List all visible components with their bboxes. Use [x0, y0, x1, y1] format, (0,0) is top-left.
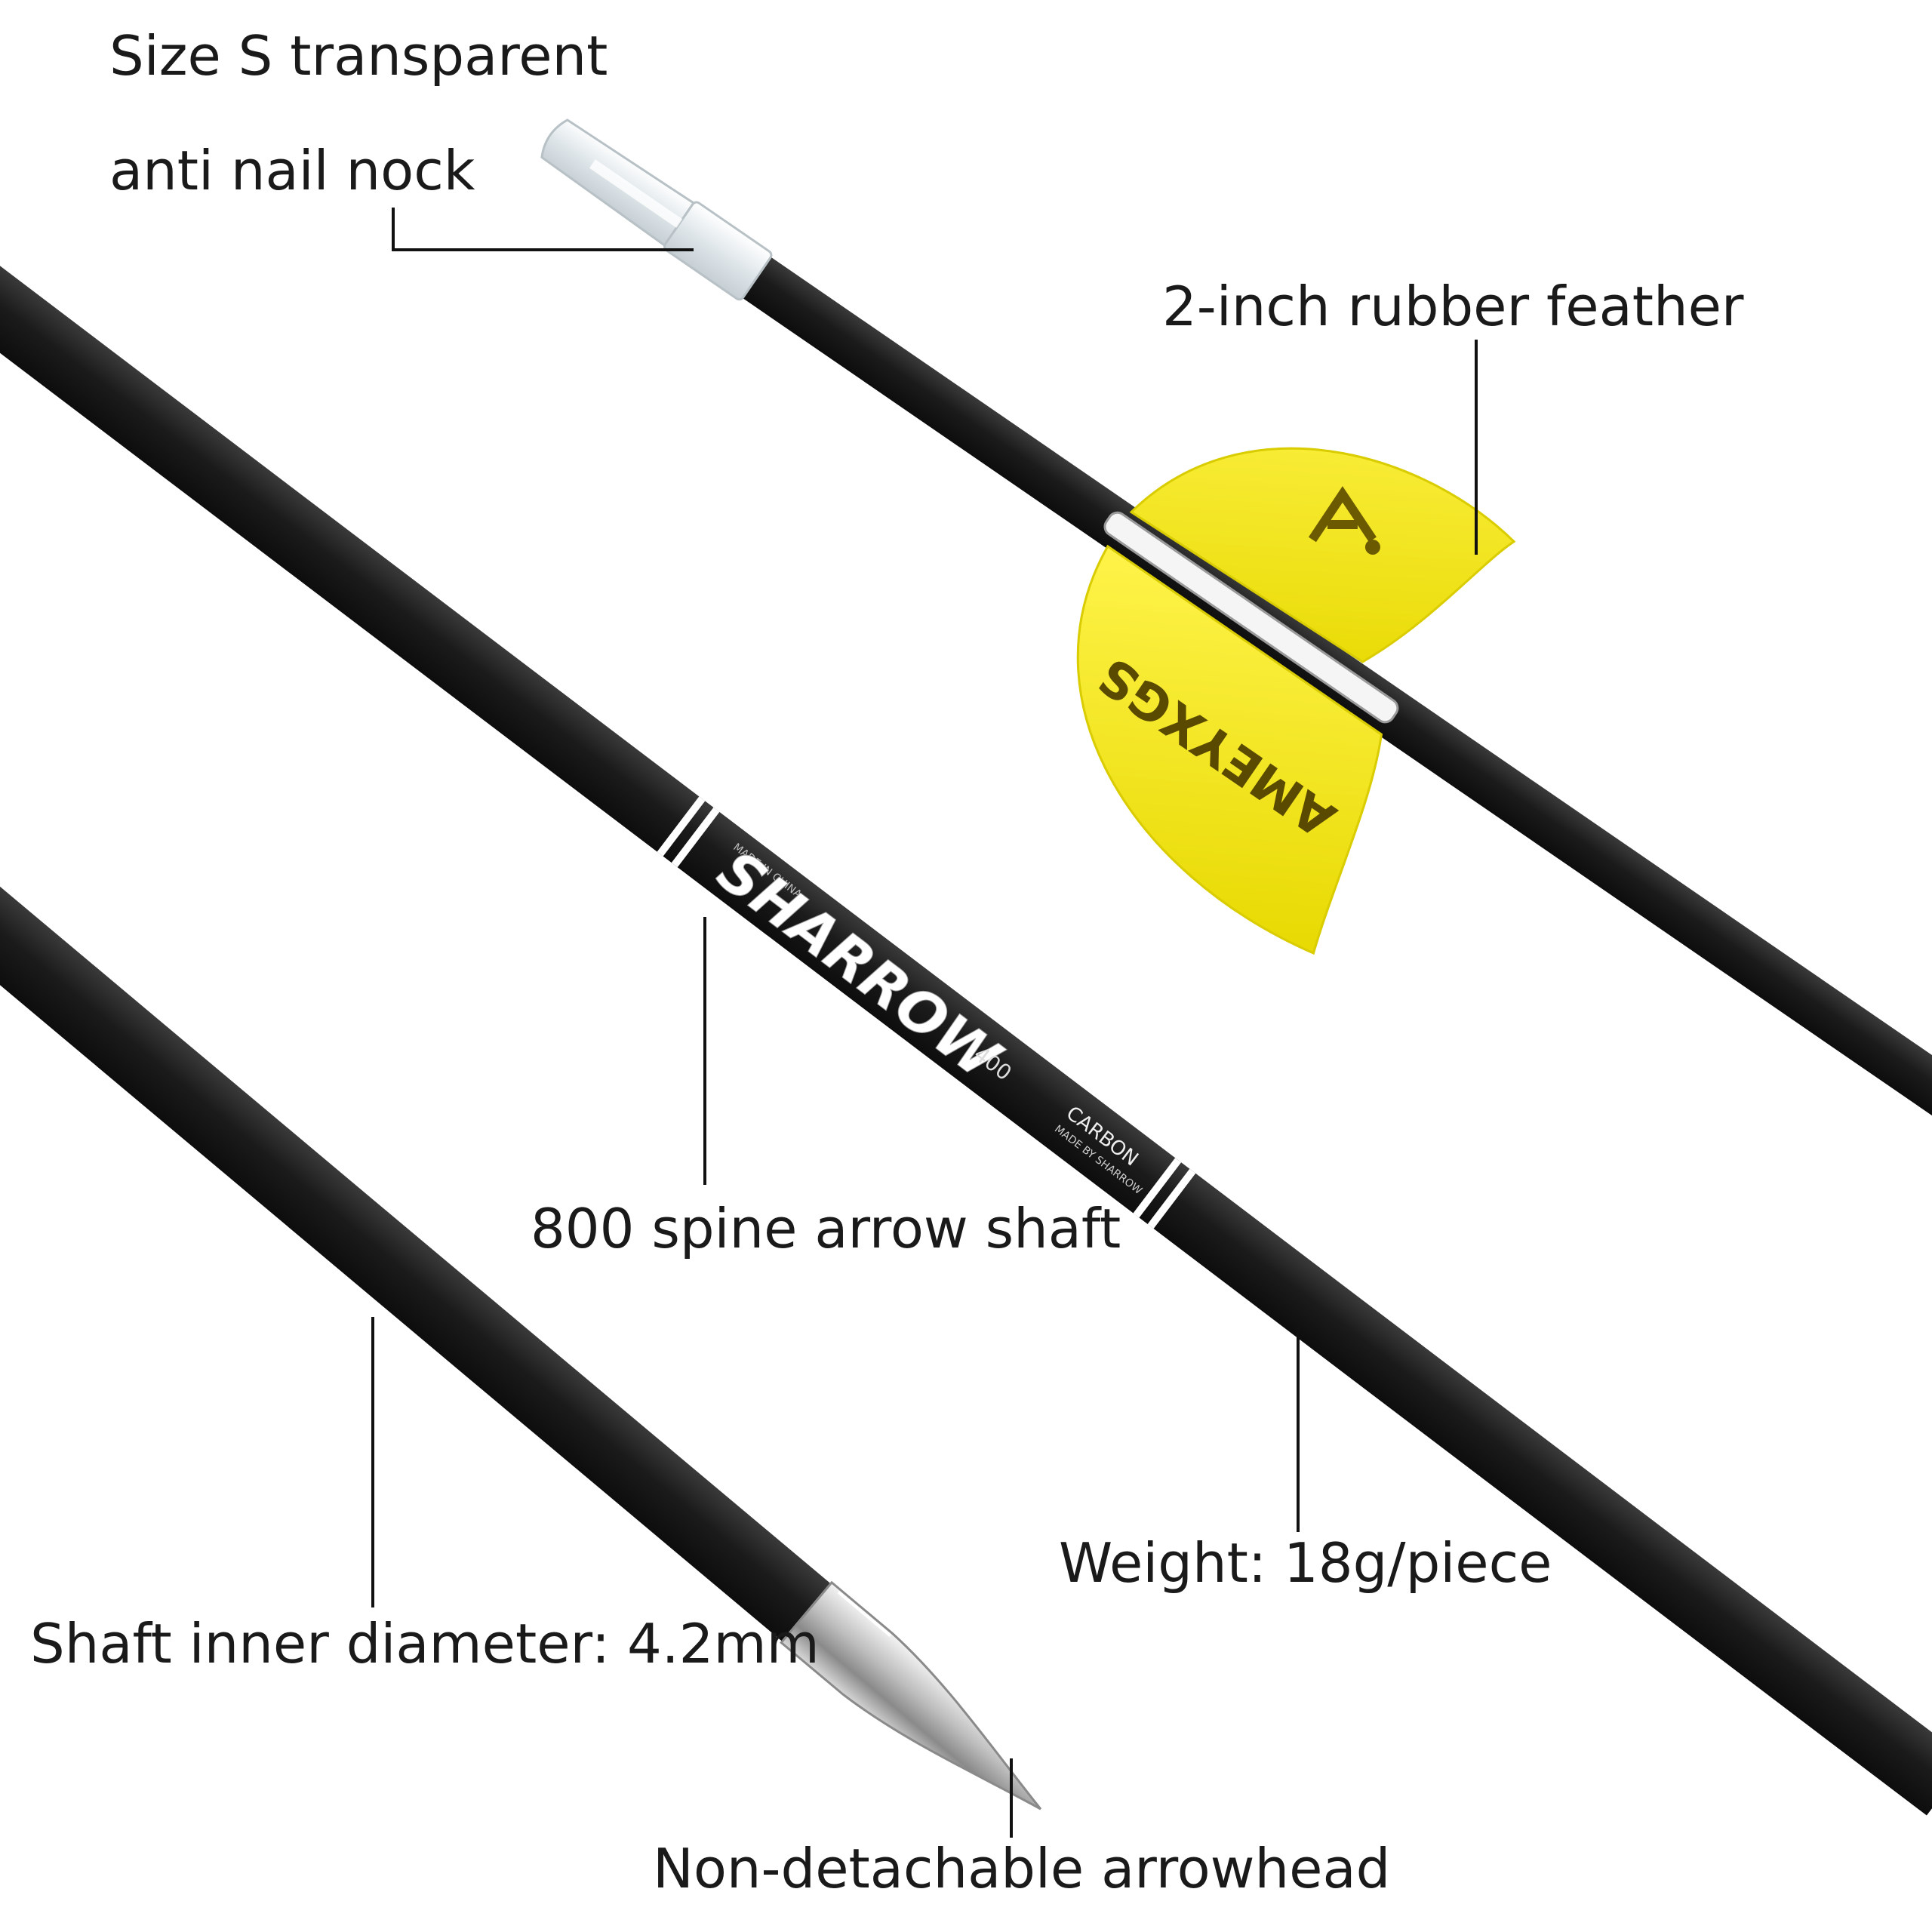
nock-leader-vertical [392, 208, 395, 251]
feather-leader [1475, 340, 1478, 555]
diameter-leader [371, 1317, 374, 1607]
diameter-label: Shaft inner diameter: 4.2mm [30, 1612, 820, 1675]
bottom-arrow-shaft [0, 834, 834, 1644]
arrowhead-leader [1010, 1758, 1013, 1838]
top-arrow-shaft [739, 254, 1932, 1279]
middle-arrow-shaft [0, 254, 1932, 1816]
nock-leader-horizontal [392, 248, 694, 251]
shaft-brand-text: SHARROW [706, 837, 1014, 1094]
nock [540, 118, 773, 301]
weight-leader [1297, 1328, 1300, 1532]
bottom-arrow [0, 834, 1042, 1810]
spine-label: 800 spine arrow shaft [531, 1197, 1121, 1260]
middle-arrow: MADE IN CHINA SHARROW 400 CARBON MADE BY… [0, 254, 1932, 1816]
weight-label: Weight: 18g/piece [1059, 1531, 1552, 1595]
nock-label-line2: anti nail nock [109, 139, 475, 202]
feather-label: 2-inch rubber feather [1162, 275, 1744, 338]
arrowhead-label: Non-detachable arrowhead [653, 1837, 1391, 1900]
vane-logo-icon [1308, 486, 1380, 555]
arrowhead-icon [780, 1580, 1042, 1810]
nock-label-line1: Size S transparent [109, 24, 608, 88]
spine-leader [703, 917, 706, 1185]
